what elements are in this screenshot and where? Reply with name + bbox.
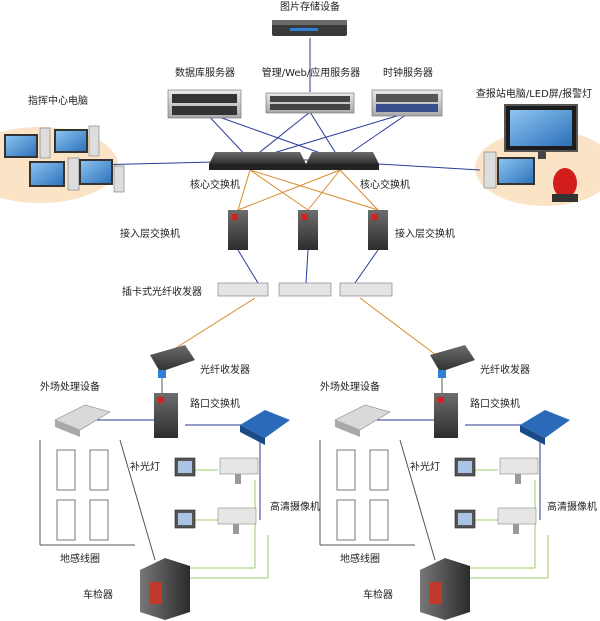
left-fill-light-label: 补光灯 <box>130 460 160 473</box>
access-switch-left-label: 接入层交换机 <box>120 227 180 240</box>
core-switch-right-label: 核心交换机 <box>360 178 410 191</box>
access-transceiver-links <box>237 249 379 284</box>
left-outdoor-device-label: 外场处理设备 <box>40 380 100 393</box>
image-storage-label: 图片存储设备 <box>280 0 340 13</box>
core-switch-right <box>306 152 379 170</box>
access-switch-right-label: 接入层交换机 <box>395 227 455 240</box>
right-fill-light-label: 补光灯 <box>410 460 440 473</box>
right-detector-label: 车检器 <box>363 588 393 601</box>
right-hd-camera-label: 高清摄像机 <box>547 500 597 513</box>
core-switch-left <box>209 152 306 170</box>
access-switch-2 <box>298 210 318 250</box>
card-transceiver-label: 插卡式光纤收发器 <box>122 285 202 298</box>
left-intersection-switch-label: 路口交换机 <box>190 397 240 410</box>
database-server <box>167 89 242 119</box>
card-fiber-transceivers <box>217 282 393 297</box>
left-loop-label: 地感线圈 <box>60 552 100 565</box>
clock-server-label: 时钟服务器 <box>383 66 433 79</box>
station-label: 查报站电脑/LED屏/报警灯 <box>476 87 592 100</box>
left-hd-cameras <box>217 457 259 534</box>
right-vehicle-detector <box>420 558 470 620</box>
clock-server <box>371 89 443 117</box>
right-outdoor-device-label: 外场处理设备 <box>320 380 380 393</box>
database-server-label: 数据库服务器 <box>175 66 235 79</box>
management-server-label: 管理/Web/应用服务器 <box>262 66 361 79</box>
core-access-links <box>237 169 379 211</box>
right-fiber-transceiver-label: 光纤收发器 <box>480 363 530 376</box>
right-fiber-transceiver <box>430 345 475 378</box>
left-intersection-device <box>240 410 290 445</box>
left-intersection-switch <box>154 393 178 438</box>
right-intersection-device <box>520 410 570 445</box>
right-outdoor-processing-device <box>334 404 391 437</box>
image-storage-device <box>272 20 347 36</box>
access-switch-1 <box>228 210 248 250</box>
access-switch-3 <box>368 210 388 250</box>
left-fiber-transceiver-label: 光纤收发器 <box>200 363 250 376</box>
left-loops <box>56 449 109 541</box>
left-fiber-transceiver <box>150 345 195 378</box>
left-outdoor-processing-device <box>54 404 111 437</box>
core-switch-left-label: 核心交换机 <box>190 178 240 191</box>
left-hd-camera-label: 高清摄像机 <box>270 500 320 513</box>
command-center-label: 指挥中心电脑 <box>28 94 88 107</box>
management-web-app-server <box>265 92 355 114</box>
right-intersection-switch-label: 路口交换机 <box>470 397 520 410</box>
right-loops <box>336 449 389 541</box>
right-fill-lights <box>454 457 476 529</box>
right-intersection-switch <box>434 393 458 438</box>
right-loop-label: 地感线圈 <box>340 552 380 565</box>
fiber-links <box>159 297 441 359</box>
left-detector-label: 车检器 <box>83 588 113 601</box>
right-hd-cameras <box>497 457 539 534</box>
left-vehicle-detector <box>140 558 190 620</box>
station-computer-led-alarm <box>483 104 578 202</box>
left-fill-lights <box>174 457 196 529</box>
command-center-computers <box>4 125 125 193</box>
